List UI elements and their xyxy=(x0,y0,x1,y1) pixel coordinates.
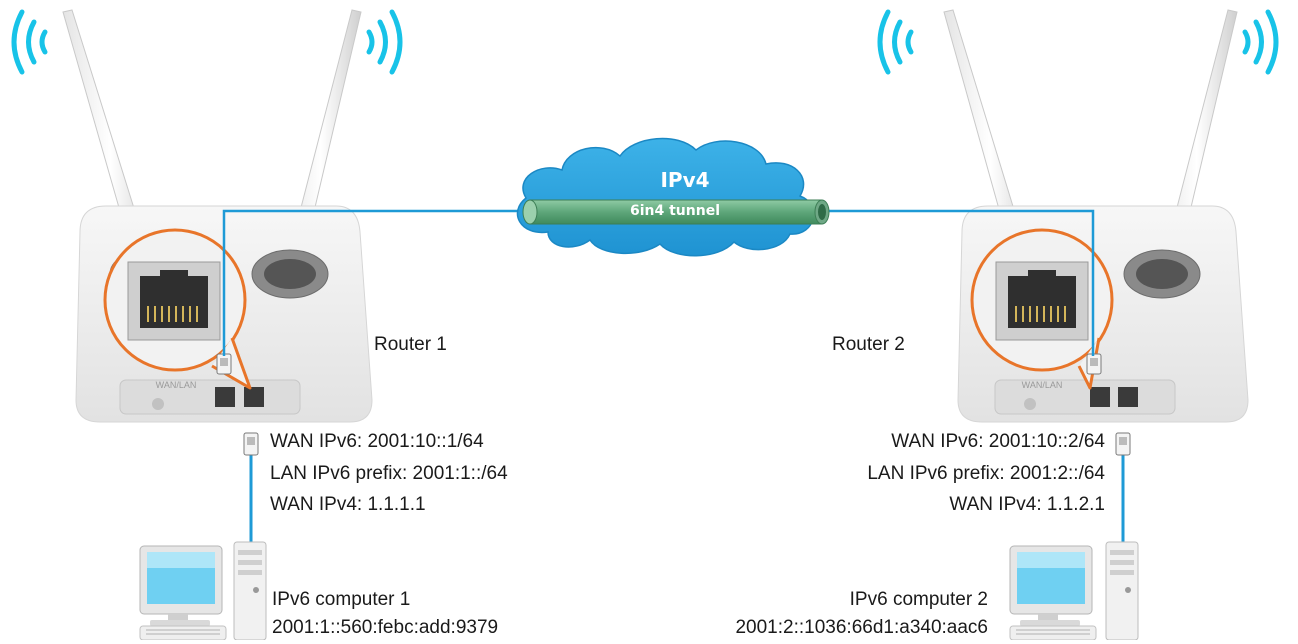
router-1-wan-ipv4: WAN IPv4: 1.1.1.1 xyxy=(270,494,426,515)
router-2-name: Router 2 xyxy=(832,334,905,355)
computer-1-name: IPv6 computer 1 xyxy=(272,589,411,610)
computer-1-icon xyxy=(139,541,267,641)
ipv4-cloud xyxy=(516,137,815,257)
router-1-port-label: WAN/LAN xyxy=(156,380,197,390)
router-2-port-label: WAN/LAN xyxy=(1022,380,1063,390)
tunnel-cable xyxy=(222,209,1095,356)
computer-1-address: 2001:1::560:febc:add:9379 xyxy=(272,617,499,638)
wifi-signal-right-icon xyxy=(877,9,1279,75)
router-1-wan-ipv6: WAN IPv6: 2001:10::1/64 xyxy=(270,431,484,452)
cable-plug-icon xyxy=(243,432,259,456)
network-title: IPv4 xyxy=(660,168,710,192)
cable-plug-icon xyxy=(1115,432,1131,456)
router-1-name: Router 1 xyxy=(374,334,447,355)
router-1 xyxy=(62,9,373,423)
router-2-lan-prefix: LAN IPv6 prefix: 2001:2::/64 xyxy=(867,463,1105,484)
router-2-wan-ipv4: WAN IPv4: 1.1.2.1 xyxy=(949,494,1105,515)
6in4-tunnel xyxy=(522,199,830,225)
tunnel-label: 6in4 tunnel xyxy=(629,203,720,219)
computer-2-icon xyxy=(1009,541,1139,641)
computer-2-name: IPv6 computer 2 xyxy=(849,589,988,610)
router-2 xyxy=(943,9,1249,423)
wifi-signal-left-icon xyxy=(11,9,403,75)
computer-2-address: 2001:2::1036:66d1:a340:aac6 xyxy=(735,617,988,638)
router-2-wan-ipv6: WAN IPv6: 2001:10::2/64 xyxy=(891,431,1105,452)
router-1-lan-prefix: LAN IPv6 prefix: 2001:1::/64 xyxy=(270,463,508,484)
